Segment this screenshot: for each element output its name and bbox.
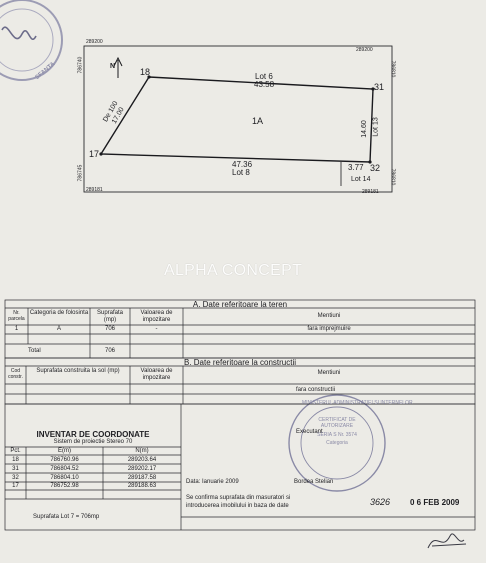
inventory-row-4-pct: 17	[12, 483, 19, 489]
section-a-row-mentiuni: fara imprejmuire	[307, 326, 351, 332]
inventory-total: Suprafata Lot 7 = 706mp	[33, 514, 100, 520]
inventory-row-3-pct: 32	[12, 475, 19, 481]
section-a-row-parcela: 1	[14, 326, 19, 332]
corner-length-label: 3.77	[348, 163, 364, 172]
section-a-header-mentiuni: Mentiuni	[317, 313, 341, 319]
corner-top-right: 289200	[356, 47, 373, 53]
section-a-header-valoarea: Valoarea de impozitare	[140, 310, 173, 323]
inventory-row-3-e: 786804.10	[50, 475, 79, 481]
top-length-label: 43.58	[254, 80, 275, 89]
inventory-row-2-n: 289202.17	[127, 466, 157, 472]
inventory-row-1-n: 289203.64	[127, 457, 157, 463]
north-arrow-icon	[113, 56, 123, 78]
inventory-row-4-e: 786752.98	[50, 483, 79, 489]
table-a-lines	[4, 299, 476, 359]
section-a-title: A. Date referitoare la teren	[192, 300, 288, 309]
right-side-length: 14.60	[360, 120, 368, 138]
stamp-date: 0 6 FEB 2009	[410, 498, 460, 507]
round-stamp	[288, 394, 386, 492]
table-b-lines	[4, 357, 476, 405]
watermark: ALPHA CONCEPT	[164, 262, 303, 279]
section-a-header-categoria: Categoria de folosinta	[29, 310, 89, 316]
top-seal	[0, 0, 63, 81]
left-axis-top: 786740	[77, 56, 84, 74]
inventory-lines	[4, 403, 476, 531]
section-b-header-suprafata: Suprafata construita la sol (mp)	[36, 368, 120, 374]
corner-top-left: 289200	[86, 39, 103, 45]
section-b-header-valoarea: Valoarea de impozitare	[140, 368, 173, 381]
inventory-row-2-e: 786804.52	[50, 466, 79, 472]
top-lot-label: Lot 6	[255, 72, 273, 81]
inventory-header-pct: Pct.	[10, 448, 21, 454]
executant-name: Bordea Stelian	[294, 479, 334, 485]
confirm-line-2: introducerea imobilului in baza de date	[186, 503, 289, 509]
round-stamp-mid: CERTIFICAT DE AUTORIZARE	[318, 417, 356, 429]
corner-bottom-left: 289181	[86, 187, 103, 193]
executant-date: Data: Ianuarie 2009	[186, 479, 239, 485]
left-axis-bottom: 786745	[77, 164, 84, 182]
section-a-header-suprafata: Suprafata (mp)	[96, 310, 124, 323]
inventory-row-2-pct: 31	[12, 466, 19, 472]
round-stamp-cat: Categoria	[326, 440, 348, 446]
inventory-row-1-pct: 18	[12, 457, 19, 463]
inventory-row-4-n: 289188.63	[127, 483, 157, 489]
bottom-lot-label: Lot 8	[232, 168, 250, 177]
section-b-header-mentiuni: Mentiuni	[317, 370, 341, 376]
section-b-mention: fara constructii	[296, 387, 336, 393]
signature	[427, 533, 467, 549]
inventory-subtitle: Sistem de proiectie Stereo 70	[53, 439, 133, 445]
corner-bottom-right: 289181	[362, 189, 379, 195]
section-a-row-categoria: A	[56, 326, 61, 332]
north-label: N	[110, 63, 116, 70]
stamp-number: 3626	[370, 497, 391, 507]
inventory-title: INVENTAR DE COORDONATE	[36, 430, 150, 439]
right-axis-top: 786810	[389, 60, 396, 78]
section-b-title: B. Date referitoare la constructii	[183, 358, 297, 367]
section-a-header-parcela: Nr. parcela	[8, 310, 25, 322]
inventory-header-e: E(m)	[58, 448, 71, 454]
section-b-header-cod: Cod constr.	[8, 368, 23, 380]
inventory-row-3-n: 289187.58	[127, 475, 157, 481]
confirm-line-1: Se confirma suprafata din masuratori si	[186, 495, 291, 501]
section-a-total-label: Total	[28, 348, 41, 354]
point-31-label: 31	[374, 82, 385, 92]
section-a-row-valoarea: -	[155, 326, 158, 332]
executant-label: Executant	[296, 429, 323, 435]
inventory-header-n: N(m)	[135, 448, 149, 454]
parcel-label: 1A	[252, 116, 264, 126]
corner-lot-label: Lot 14	[351, 176, 371, 183]
bottom-length-label: 47.36	[232, 160, 253, 169]
round-stamp-series: SERIA S Nr. 3574	[317, 432, 357, 438]
inventory-row-1-e: 786760.96	[50, 457, 79, 463]
section-a-total-value: 706	[104, 348, 115, 354]
point-markers	[99, 75, 375, 164]
point-18-label: 18	[140, 67, 151, 77]
right-lot-label: Lot 13	[372, 117, 380, 137]
section-a-row-suprafata: 706	[104, 326, 115, 332]
right-axis-bottom: 786810	[389, 168, 396, 186]
point-32-label: 32	[370, 163, 381, 173]
round-stamp-ring: MINISTERUL ADMINISTRATIEI SI INTERNELOR	[302, 400, 413, 406]
plan-frame	[83, 45, 393, 193]
point-17-label: 17	[89, 149, 100, 159]
